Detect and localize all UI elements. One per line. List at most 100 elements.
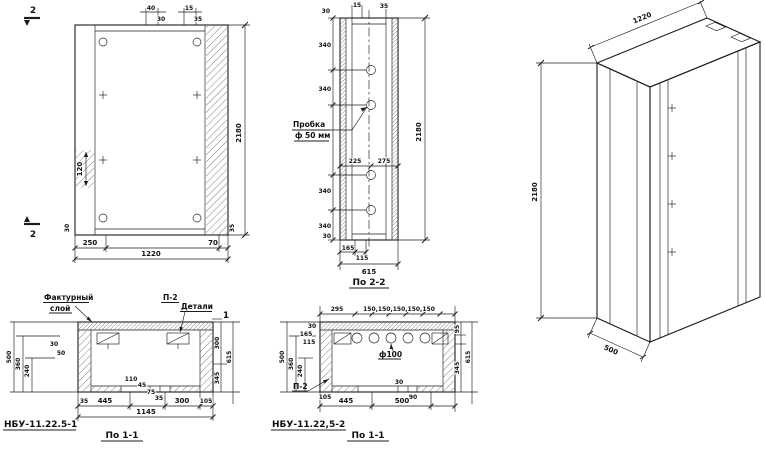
anchor-plus-marks xyxy=(99,91,201,164)
hole-diameter-label: ф100 xyxy=(379,350,402,359)
dim-340-1: 340 xyxy=(318,42,331,49)
dim-240-s11b: 240 xyxy=(297,365,304,378)
dim-300-bot-s11a: 300 xyxy=(175,397,190,405)
dim-90-s11b: 90 xyxy=(409,394,417,401)
hole-row xyxy=(351,332,431,344)
sec22-bottom-dims: 165 115 615 xyxy=(337,240,401,277)
dim-30-mid-s11b: 30 xyxy=(395,379,403,386)
dim-340-2: 340 xyxy=(318,86,331,93)
dim-15-top-s22: 15 xyxy=(353,2,361,9)
dim-30-s11a: 30 xyxy=(50,341,58,348)
facing-label-line2: слой xyxy=(50,304,70,313)
hole-diameter-callout: ф100 xyxy=(378,343,403,360)
isometric-view: 1220 2180 500 xyxy=(530,0,762,363)
sec11a-left-dims: 500 360 240 30 50 xyxy=(5,321,78,393)
dim-250: 250 xyxy=(83,239,98,247)
sec11b-left-dims: 30 165 115 500 360 240 xyxy=(278,321,320,393)
sec11b-bottom-dims: 105 30 90 445 500 xyxy=(317,378,458,412)
sec11b-top-dims: 295 150,150,150,150,150 xyxy=(317,305,458,322)
dim-150-row-s11b: 150,150,150,150,150 xyxy=(363,306,435,313)
dim-500-iso: 500 xyxy=(603,344,620,357)
sec11a-bottom-dims: 35 445 300 105 1145 xyxy=(75,392,216,421)
dim-295-s11b: 295 xyxy=(331,306,344,313)
plug-label-line1: Пробка xyxy=(293,120,325,129)
dim-50-s11a: 50 xyxy=(57,350,65,357)
dim-35-bot: 35 xyxy=(229,224,236,232)
dim-340-4: 340 xyxy=(318,223,331,230)
detail-flag-1: 1 xyxy=(223,311,229,321)
sec11a-right-dims: 300 345 615 xyxy=(213,321,240,404)
dim-225: 225 xyxy=(349,158,362,165)
iso-top-hole-1 xyxy=(705,21,727,32)
dim-300-right-s11a: 300 xyxy=(214,337,221,350)
section-2-2-view: 30 340 340 340 340 30 15 35 225 275 Проб… xyxy=(292,1,430,289)
iso-width-dim: 1220 xyxy=(587,0,708,64)
dim-35-s11a: 35 xyxy=(155,395,163,402)
dim-240-s11a: 240 xyxy=(24,365,31,378)
dim-35-top-s22: 35 xyxy=(380,3,388,10)
iso-height-dim: 2180 xyxy=(530,59,597,322)
plug-holes xyxy=(366,65,376,215)
dim-345-s11b: 345 xyxy=(454,362,461,375)
dim-110-s11a: 110 xyxy=(125,376,138,383)
sec11b-title: По 1-1 xyxy=(351,431,384,441)
cut-number-bottom: 2 xyxy=(30,230,36,240)
dim-30-bot-s22: 30 xyxy=(323,233,331,240)
section-cut-mark-bottom: 2 xyxy=(24,216,40,241)
dim-615-s22: 615 xyxy=(362,268,377,276)
iso-front-face xyxy=(649,41,761,343)
cut-number-top: 2 xyxy=(30,6,36,16)
dim-70: 70 xyxy=(208,239,218,247)
dim-500-left-s11b: 500 xyxy=(279,351,286,364)
iso-side-face xyxy=(596,62,651,343)
edge-rib-hatch xyxy=(206,26,227,234)
sec22-left-dims: 30 340 340 340 340 30 xyxy=(317,7,366,243)
dim-30-top-s22: 30 xyxy=(322,8,330,15)
dim-360-s11b: 360 xyxy=(288,358,295,371)
dim-30-top-s11b: 30 xyxy=(308,323,316,330)
sec11b-right-dims: 95 345 615 xyxy=(453,321,478,404)
iso-anchor-marks xyxy=(668,104,676,256)
dim-15-top: 15 xyxy=(185,5,193,12)
sec11a-title: По 1-1 xyxy=(105,431,138,441)
facing-label-line1: Фактурный xyxy=(44,293,93,302)
dim-35-bot-s11a: 35 xyxy=(80,398,88,405)
dim-75-s11a: 75 xyxy=(147,389,155,396)
dim-615-s11a: 615 xyxy=(226,351,233,364)
sec11a-code: НБУ-11.22.5-1 xyxy=(4,420,77,430)
dim-275: 275 xyxy=(378,158,391,165)
dim-340-3: 340 xyxy=(318,188,331,195)
facing-layer-hatch-2 xyxy=(321,323,454,330)
dim-500-bot-s11b: 500 xyxy=(395,397,410,405)
sec11b-code: НБУ-11.22,5-2 xyxy=(272,420,345,430)
dim-45-s11a: 45 xyxy=(138,382,146,389)
sec22-height-dim: 2180 xyxy=(398,14,430,244)
dim-445-s11b: 445 xyxy=(339,397,354,405)
plug-label-line2: ф 50 мм xyxy=(295,131,330,140)
dim-120: 120 xyxy=(76,162,84,177)
facing-layer-hatch xyxy=(79,323,212,330)
dim-360-s11a: 360 xyxy=(15,358,22,371)
iso-top-hole-2 xyxy=(730,32,752,43)
p2-callout: П-2 xyxy=(292,378,330,392)
dim-35-top: 35 xyxy=(194,16,202,23)
dim-115-s11b: 115 xyxy=(303,339,316,346)
dim-105-s11b: 105 xyxy=(319,394,332,401)
detail-label-line2: Детали xyxy=(181,302,213,311)
section-1-1-left-view: Фактурный слой П-2 Детали 1 xyxy=(3,292,240,442)
wall-hatch-left xyxy=(341,19,346,239)
dim-165-s11b: 165 xyxy=(300,331,313,338)
dim-30-top: 30 xyxy=(157,16,165,23)
dim-445-s11a: 445 xyxy=(98,397,113,405)
front-rib-dim: 120 xyxy=(75,152,89,186)
dim-615-s11b: 615 xyxy=(465,351,472,364)
left-rib-hatch xyxy=(76,150,94,188)
section-1-1-right-view: ф100 П-2 295 150,150,150,150,150 xyxy=(271,305,478,442)
sec22-title: По 2-2 xyxy=(352,278,385,288)
dim-1220: 1220 xyxy=(141,250,161,258)
dim-2180: 2180 xyxy=(235,123,243,143)
front-bottom-dims: 250 70 1220 30 35 xyxy=(63,223,237,263)
sec22-top-dims: 15 35 xyxy=(351,1,389,18)
sec11a-notch-dims: 110 45 75 35 xyxy=(124,375,164,403)
